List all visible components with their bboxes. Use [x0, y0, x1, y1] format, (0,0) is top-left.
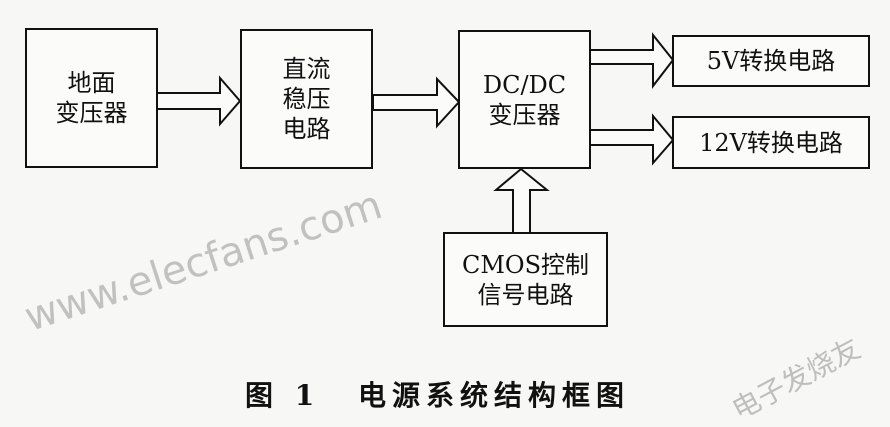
ground-transformer-block: 地面变压器 — [25, 28, 158, 168]
arrow-cmos-to-dcdc — [493, 167, 550, 234]
figure-title: 电源系统结构框图 — [358, 379, 631, 412]
block-label: CMOS控制 — [461, 250, 590, 279]
arrow-dcdc-to-5v — [589, 32, 675, 89]
block-label: 电路 — [282, 115, 331, 143]
block-label: 稳压 — [282, 85, 331, 113]
block-label: 信号电路 — [477, 280, 574, 309]
arrow-regulator-to-dcdc — [372, 76, 461, 129]
cmos-control-block: CMOS控制信号电路 — [443, 232, 608, 327]
block-label: 变压器 — [55, 99, 128, 127]
block-label: 变压器 — [488, 100, 561, 129]
block-label: 地面 — [67, 69, 116, 97]
arrow-ground-to-regulator — [156, 75, 242, 127]
block-label: DC/DC — [482, 70, 567, 99]
block-label: 直流 — [282, 55, 331, 83]
block-label: 12V转换电路 — [699, 128, 843, 157]
arrow-dcdc-to-12v — [589, 113, 675, 166]
dc-regulator-block: 直流稳压电路 — [240, 29, 373, 169]
figure-number: 图 1 — [245, 379, 321, 412]
5v-conversion-block: 5V转换电路 — [672, 35, 870, 87]
block-label: 5V转换电路 — [706, 47, 836, 75]
12v-conversion-block: 12V转换电路 — [672, 116, 870, 169]
